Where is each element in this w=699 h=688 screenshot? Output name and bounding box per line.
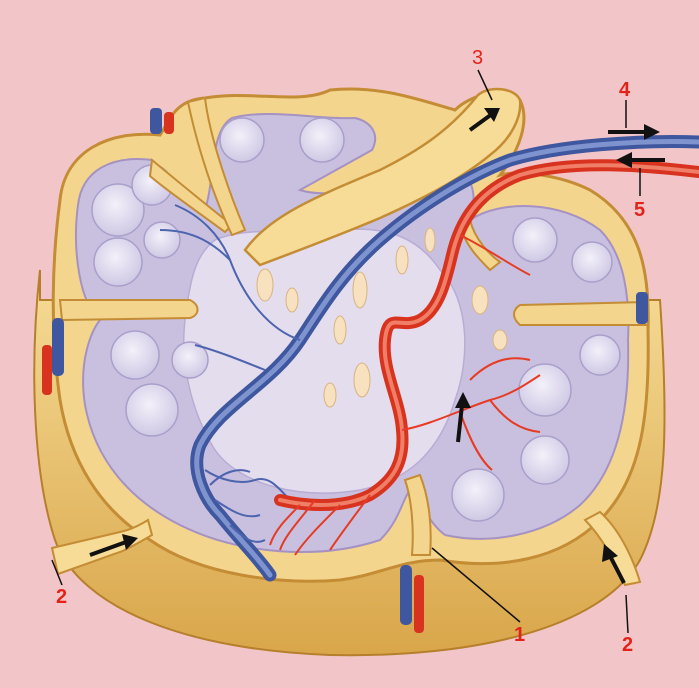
- leader-2-right: [626, 595, 628, 633]
- label-3: 3: [472, 48, 483, 68]
- label-2-right: 2: [622, 635, 633, 655]
- label-1: 1: [514, 625, 525, 645]
- label-4: 4: [619, 80, 630, 100]
- label-2-left: 2: [56, 587, 67, 607]
- medulla: [184, 229, 465, 493]
- label-5: 5: [634, 200, 645, 220]
